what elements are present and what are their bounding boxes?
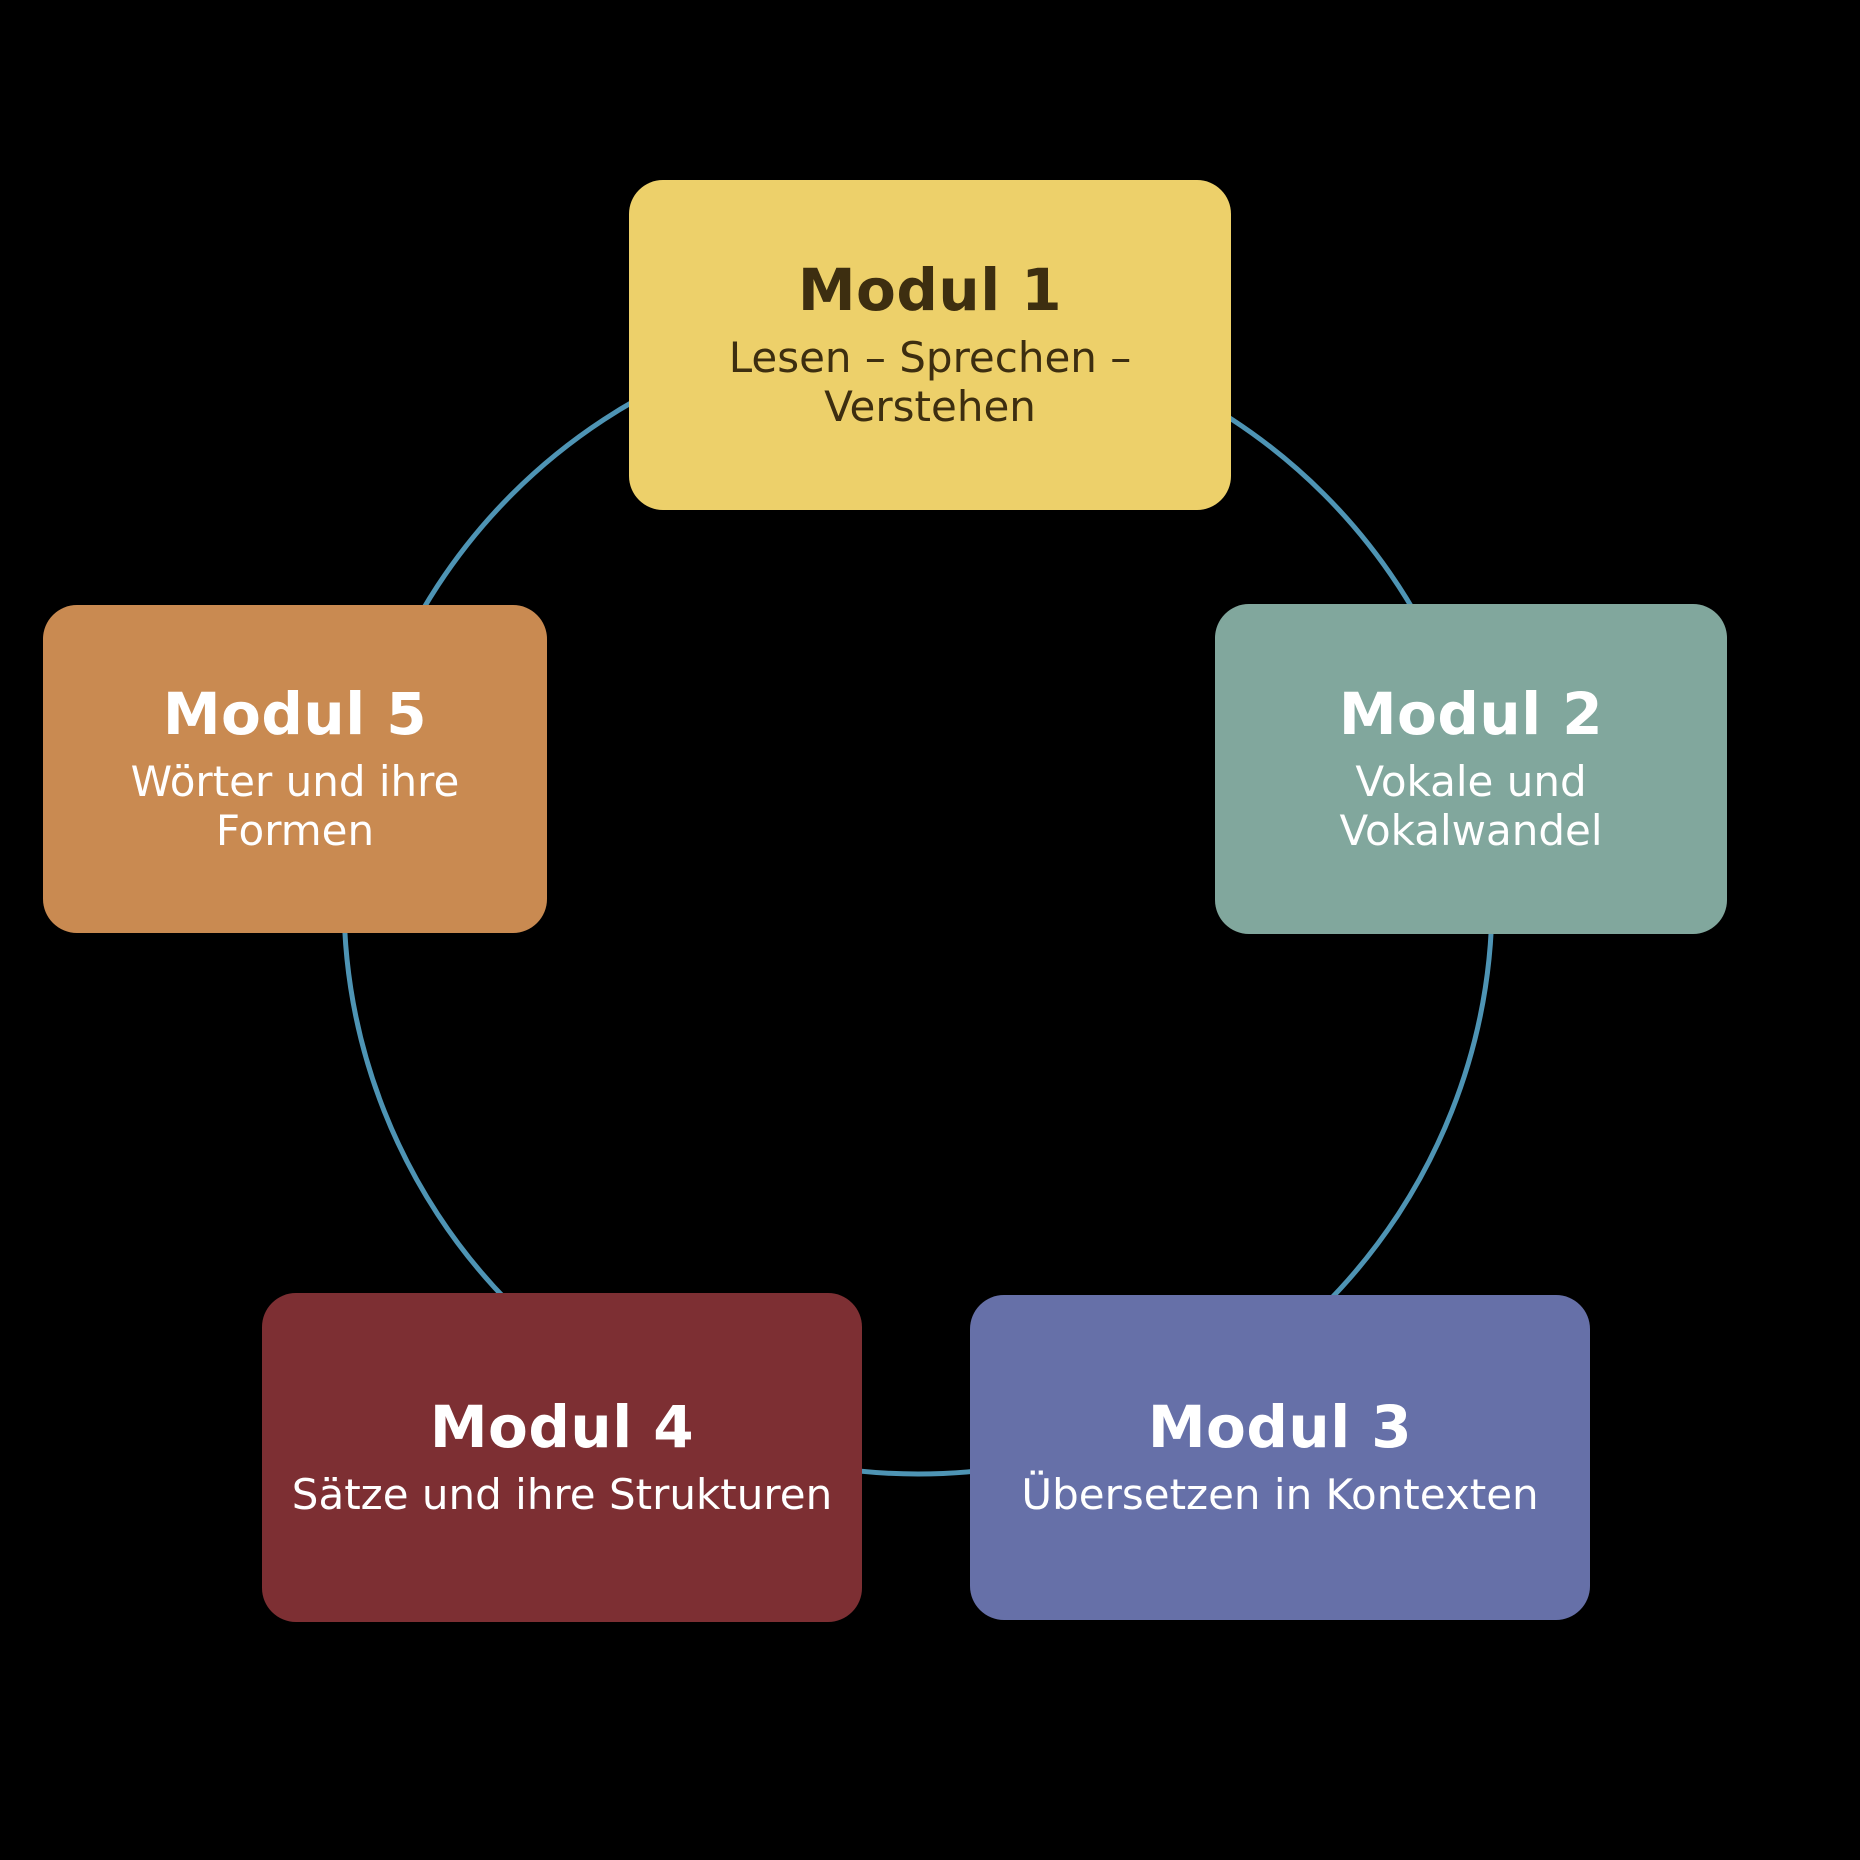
module-card-4[interactable]: Modul 4 Sätze und ihre Strukturen xyxy=(262,1293,862,1622)
module-card-5[interactable]: Modul 5 Wörter und ihre Formen xyxy=(43,605,547,933)
module-3-subtitle: Übersetzen in Kontexten xyxy=(1021,1470,1539,1520)
module-5-subtitle: Wörter und ihre Formen xyxy=(130,756,460,856)
module-3-title: Modul 3 xyxy=(1147,1393,1413,1462)
module-card-2[interactable]: Modul 2 Vokale und Vokalwandel xyxy=(1215,604,1727,934)
module-4-subtitle: Sätze und ihre Strukturen xyxy=(291,1470,833,1520)
module-card-1[interactable]: Modul 1 Lesen – Sprechen – Verstehen xyxy=(629,180,1231,510)
module-2-subtitle: Vokale und Vokalwandel xyxy=(1339,756,1603,856)
module-4-title: Modul 4 xyxy=(429,1393,695,1462)
module-2-title: Modul 2 xyxy=(1338,679,1604,748)
module-1-subtitle: Lesen – Sprechen – Verstehen xyxy=(728,332,1132,432)
module-1-title: Modul 1 xyxy=(797,255,1063,324)
module-5-title: Modul 5 xyxy=(162,679,428,748)
module-card-3[interactable]: Modul 3 Übersetzen in Kontexten xyxy=(970,1295,1590,1620)
